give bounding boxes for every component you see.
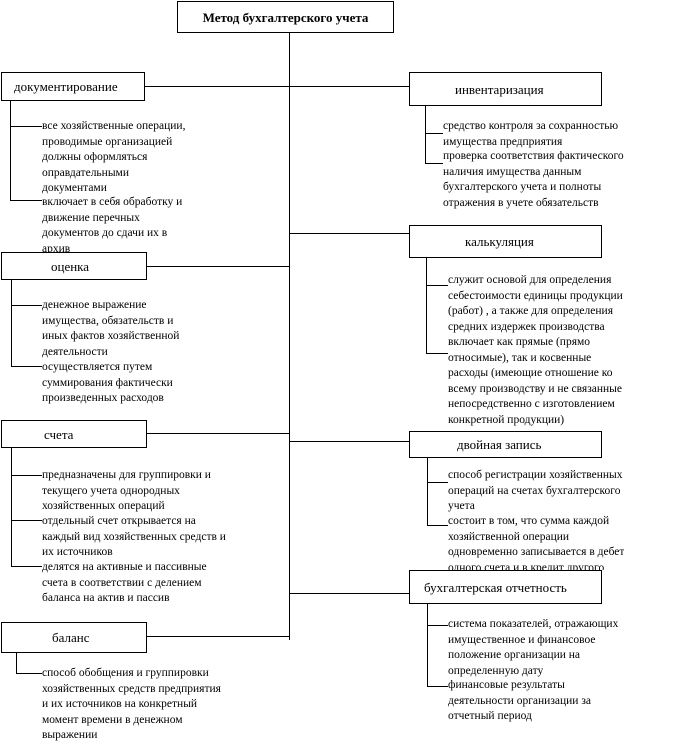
valuation-item-2-line: произведенных расходов <box>42 392 164 404</box>
box-calculation: калькуляция <box>409 225 602 258</box>
box-accounts-label: счета <box>44 426 74 442</box>
box-inventory-label: инвентаризация <box>455 81 544 97</box>
accounts-item-2-line: их источников <box>42 546 113 558</box>
box-valuation: оценка <box>1 252 147 280</box>
documentation-item-1-line: проводимые организацией <box>42 135 173 148</box>
reporting-item-2: финансовые результаты деятельности орган… <box>448 678 591 725</box>
inventory-item-2-line: бухгалтерского учета и полноты <box>443 181 602 193</box>
double-entry-item-2-line: одного счета и в кредит другого <box>448 561 605 571</box>
balance-item-1-line: момент времени в денежном <box>42 713 183 726</box>
documentation-item-2: включает в себя обработку и движение пер… <box>42 195 182 252</box>
valuation-item-2-line: осуществляется путем <box>42 361 153 373</box>
double-entry-item-1-line: способ регистрации хозяйственных <box>448 469 623 481</box>
reporting-item-1-line: система показателей, отражающих <box>448 618 619 630</box>
box-reporting: бухгалтерская отчетность <box>409 570 602 604</box>
double-entry-item-2: состоит в том, что сумма каждой хозяйств… <box>448 514 624 570</box>
reporting-item-1-line: определенную дату <box>448 664 544 677</box>
box-double-entry-label: двойная запись <box>457 437 542 452</box>
calculation-item-2: включает как прямые (прямо относимые), т… <box>448 335 622 428</box>
calculation-item-1-line: служит основой для определения <box>448 274 612 286</box>
reporting-item-1: система показателей, отражающих имуществ… <box>448 617 618 679</box>
calculation-item-2-line: всему производству и не связанные <box>448 382 622 395</box>
accounts-item-2: отдельный счет открывается на каждый вид… <box>42 514 226 561</box>
calculation-item-2-line: расходы (имеющие отношение ко <box>448 367 613 379</box>
calculation-item-1-line: средних издержек производства <box>448 320 605 333</box>
double-entry-item-2-line: хозяйственной операции <box>448 530 570 543</box>
valuation-item-1-line: деятельности <box>42 345 108 358</box>
accounts-item-1: предназначены для группировки и текущего… <box>42 468 211 515</box>
accounts-item-2-line: каждый вид хозяйственных средств и <box>42 530 226 543</box>
box-accounts: счета <box>1 420 147 448</box>
documentation-item-1-line: оправдательными <box>42 166 129 179</box>
double-entry-item-2-line: состоит в том, что сумма каждой <box>448 515 610 527</box>
double-entry-item-1-line: учета <box>448 500 475 512</box>
double-entry-item-1-line: операций на счетах бухгалтерского <box>448 484 621 497</box>
documentation-item-2-line: движение перечных <box>42 211 140 224</box>
balance-item-1-line: и их источников на конкретный <box>42 698 198 710</box>
balance-item-1-line: выражении <box>42 729 98 741</box>
diagram-title: Метод бухгалтерского учета <box>177 1 394 33</box>
reporting-item-1-line: положение организации на <box>448 649 581 661</box>
inventory-item-1: средство контроля за сохранностью имущес… <box>443 119 618 150</box>
box-balance-label: баланс <box>52 630 90 645</box>
calculation-item-2-line: относимые), так и косвенные <box>448 351 592 364</box>
documentation-item-1-line: все хозяйственные операции, <box>42 120 186 132</box>
documentation-item-1: все хозяйственные операции, проводимые о… <box>42 119 185 197</box>
box-documentation-label: документирование <box>14 79 118 94</box>
inventory-item-2: проверка соответствия фактического налич… <box>443 149 624 211</box>
inventory-item-2-line: проверка соответствия фактического <box>443 150 624 162</box>
box-reporting-label: бухгалтерская отчетность <box>424 579 567 595</box>
reporting-item-2-line: отчетный период <box>448 710 532 722</box>
documentation-item-2-line: включает в себя обработку и <box>42 196 183 208</box>
valuation-item-1-line: денежное выражение <box>42 299 147 311</box>
calculation-item-2-line: конкретной продукции) <box>448 413 565 426</box>
valuation-item-2-line: суммирования фактически <box>42 376 173 389</box>
calculation-item-1: служит основой для определения себестоим… <box>448 273 623 335</box>
box-inventory: инвентаризация <box>409 72 602 106</box>
documentation-item-1-line: должны оформляться <box>42 151 148 163</box>
valuation-item-1-line: иных фактов хозяйственной <box>42 330 180 342</box>
balance-item-1-line: хозяйственных средств предприятия <box>42 682 221 695</box>
box-double-entry: двойная запись <box>409 431 602 458</box>
reporting-item-2-line: финансовые результаты <box>448 679 565 691</box>
double-entry-item-1: способ регистрации хозяйственных операци… <box>448 468 623 515</box>
box-balance: баланс <box>1 622 147 653</box>
accounts-item-1-line: предназначены для группировки и <box>42 469 211 481</box>
double-entry-item-2-line: одновременно записывается в дебет <box>448 546 625 558</box>
documentation-item-2-line: архив <box>42 242 71 253</box>
box-valuation-label: оценка <box>51 258 90 274</box>
accounts-item-1-line: хозяйственных операций <box>42 500 165 512</box>
accounts-item-2-line: отдельный счет открывается на <box>42 515 196 527</box>
reporting-item-1-line: имущественное и финансовое <box>448 633 596 646</box>
accounts-item-3: делятся на активные и пассивные счета в … <box>42 560 207 607</box>
inventory-item-1-line: имущества предприятия <box>443 135 563 148</box>
valuation-item-1: денежное выражение имущества, обязательс… <box>42 298 179 360</box>
documentation-item-1-line: документами <box>42 182 107 194</box>
valuation-item-2: осуществляется путем суммирования фактич… <box>42 360 173 407</box>
documentation-item-2-line: документов до сдачи их в <box>42 227 168 239</box>
valuation-item-1-line: имущества, обязательств и <box>42 314 174 327</box>
accounts-item-3-line: делятся на активные и пассивные <box>42 561 207 573</box>
box-calculation-label: калькуляция <box>465 234 534 249</box>
inventory-item-2-line: отражения в учете обязательств <box>443 196 599 209</box>
calculation-item-1-line: себестоимости единицы продукции <box>448 289 623 302</box>
balance-item-1-line: способ обобщения и группировки <box>42 667 209 679</box>
inventory-item-1-line: средство контроля за сохранностью <box>443 120 619 132</box>
calculation-item-2-line: непосредственно с изготовлением <box>448 398 615 410</box>
accounts-item-3-line: баланса на актив и пассив <box>42 592 170 604</box>
calculation-item-2-line: включает как прямые (прямо <box>448 336 591 348</box>
calculation-item-1-line: (работ) , а также для определения <box>448 305 613 317</box>
accounts-item-1-line: текущего учета однородных <box>42 484 180 497</box>
reporting-item-2-line: деятельности организации за <box>448 694 591 707</box>
accounts-item-3-line: счета в соответствии с делением <box>42 576 202 589</box>
balance-item-1: способ обобщения и группировки хозяйстве… <box>42 666 221 744</box>
box-documentation: документирование <box>1 72 145 101</box>
title-text: Метод бухгалтерского учета <box>202 9 369 25</box>
inventory-item-2-line: наличия имущества данным <box>443 165 582 178</box>
